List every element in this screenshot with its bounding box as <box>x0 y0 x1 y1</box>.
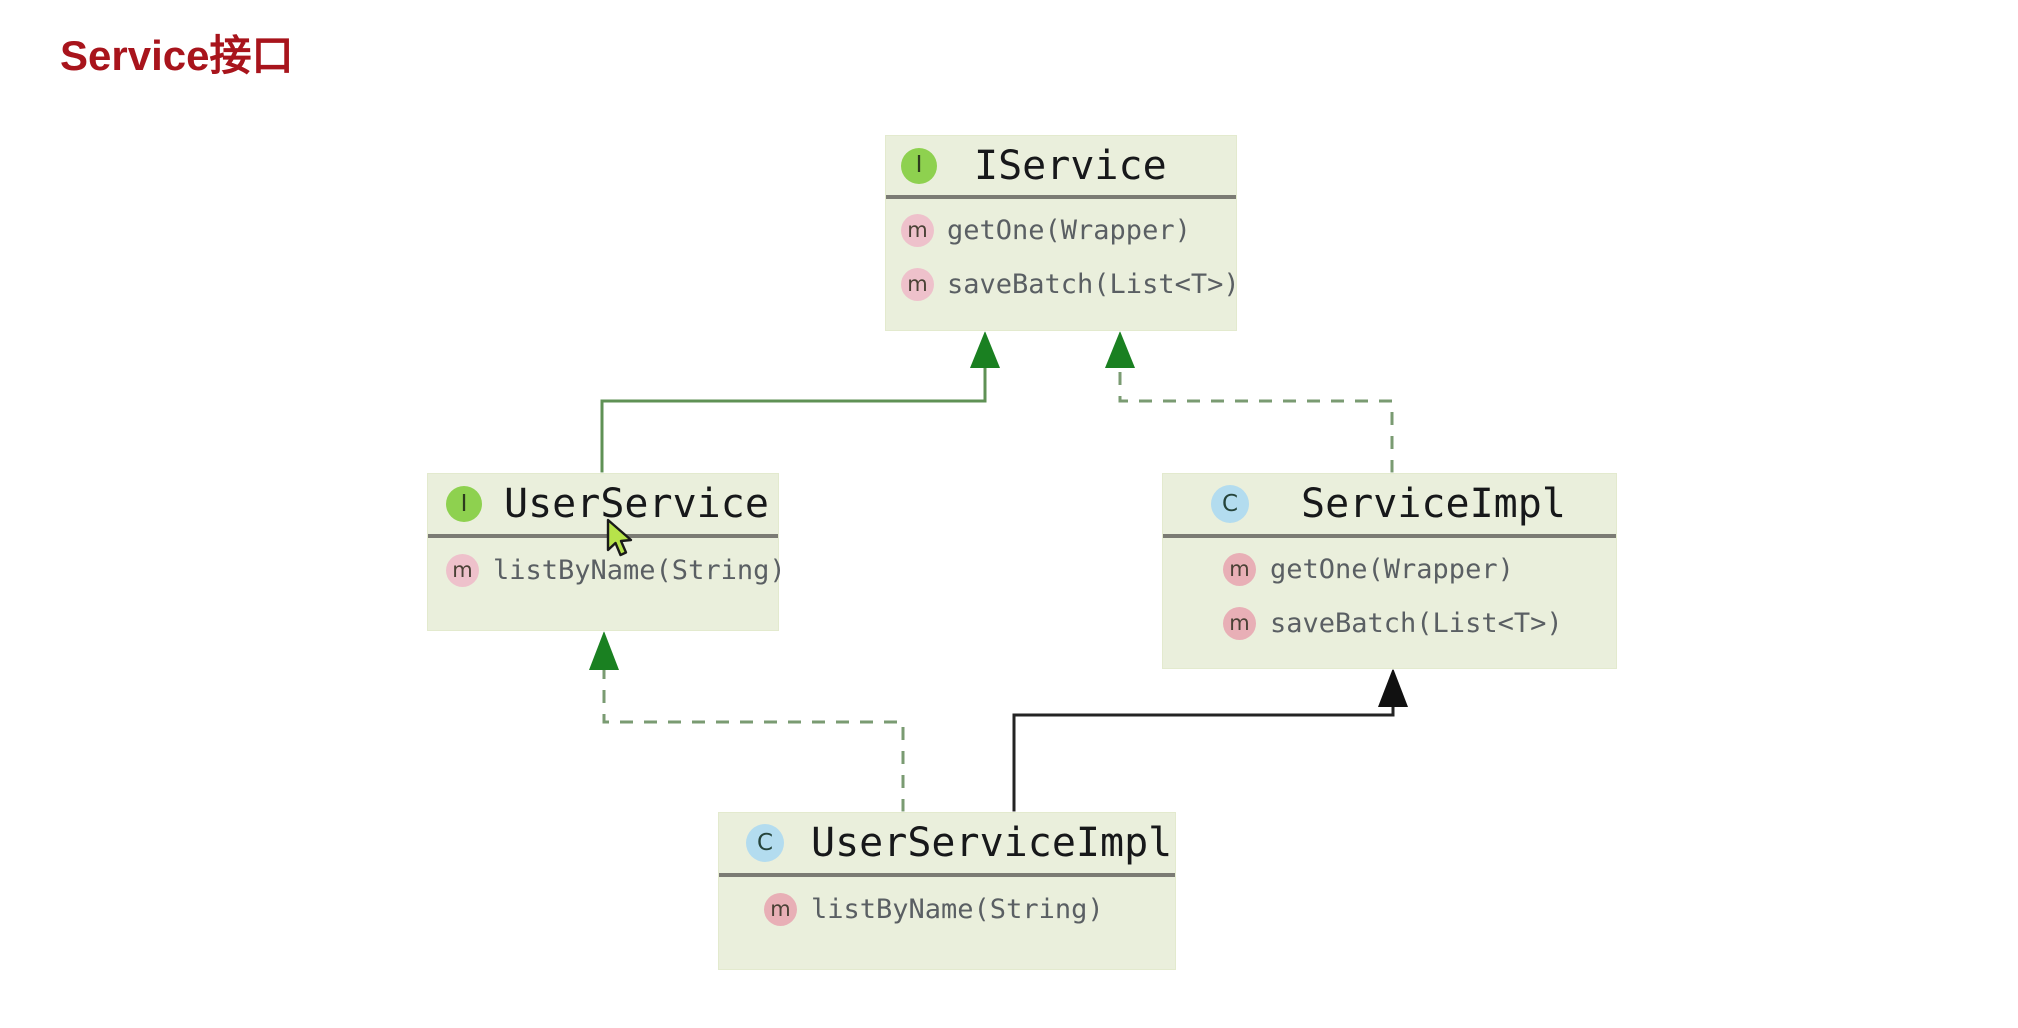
method-badge-icon: m <box>446 553 479 587</box>
uml-class-name: UserServiceImpl <box>811 820 1173 866</box>
uml-class-members: m listByName(String) <box>719 877 1175 943</box>
arrowhead-dashed-green-2-icon <box>589 631 619 670</box>
edge-userservice-to-iservice <box>600 331 1000 473</box>
interface-badge-icon: I <box>446 486 482 522</box>
interface-badge-icon: I <box>901 147 937 184</box>
uml-member-row[interactable]: m saveBatch(List<T>) <box>886 257 1240 311</box>
edge-userserviceimpl-to-serviceimpl <box>1012 668 1408 812</box>
uml-class-members: m listByName(String) <box>428 538 786 604</box>
method-badge-icon: m <box>901 213 934 247</box>
class-badge-icon: C <box>746 824 784 862</box>
arrowhead-dashed-green-icon <box>1105 331 1135 368</box>
uml-member-name: listByName(String) <box>811 893 1104 925</box>
uml-member-name: getOne(Wrapper) <box>1270 553 1514 585</box>
uml-class-userserviceimpl[interactable]: C UserServiceImpl m listByName(String) <box>718 812 1176 970</box>
uml-class-name: IService <box>974 142 1167 189</box>
uml-member-name: listByName(String) <box>493 554 786 586</box>
edge-userserviceimpl-to-userservice <box>589 631 905 812</box>
method-badge-icon: m <box>901 267 934 301</box>
uml-class-userservice[interactable]: I UserService m listByName(String) <box>427 473 786 631</box>
uml-member-row[interactable]: m listByName(String) <box>428 542 786 598</box>
uml-member-row[interactable]: m saveBatch(List<T>) <box>1163 596 1616 650</box>
uml-class-header: C ServiceImpl <box>1163 474 1616 538</box>
method-badge-icon: m <box>1223 606 1256 640</box>
page-title: Service接口 <box>60 32 294 79</box>
class-badge-icon: C <box>1211 485 1249 523</box>
uml-class-members: m getOne(Wrapper) m saveBatch(List<T>) <box>886 199 1240 317</box>
uml-class-header: I IService <box>886 136 1236 199</box>
uml-member-name: getOne(Wrapper) <box>947 214 1191 246</box>
uml-class-header: I UserService <box>428 474 778 538</box>
uml-class-iservice[interactable]: I IService m getOne(Wrapper) m saveBatch… <box>885 135 1240 331</box>
uml-class-header: C UserServiceImpl <box>719 813 1175 877</box>
edge-serviceimpl-to-iservice <box>1105 331 1394 473</box>
arrowhead-solid-green-icon <box>970 331 1000 368</box>
uml-member-name: saveBatch(List<T>) <box>947 268 1240 300</box>
uml-member-row[interactable]: m getOne(Wrapper) <box>1163 542 1616 596</box>
uml-member-row[interactable]: m getOne(Wrapper) <box>886 203 1236 257</box>
uml-class-serviceimpl[interactable]: C ServiceImpl m getOne(Wrapper) m saveBa… <box>1162 473 1617 669</box>
method-badge-icon: m <box>1223 552 1256 586</box>
uml-class-name: UserService <box>504 481 769 527</box>
uml-class-members: m getOne(Wrapper) m saveBatch(List<T>) <box>1163 538 1616 656</box>
uml-class-name: ServiceImpl <box>1301 481 1566 527</box>
uml-member-name: saveBatch(List<T>) <box>1270 607 1563 639</box>
arrowhead-solid-black-icon <box>1378 668 1408 707</box>
method-badge-icon: m <box>764 892 797 926</box>
uml-member-row[interactable]: m listByName(String) <box>719 881 1175 937</box>
